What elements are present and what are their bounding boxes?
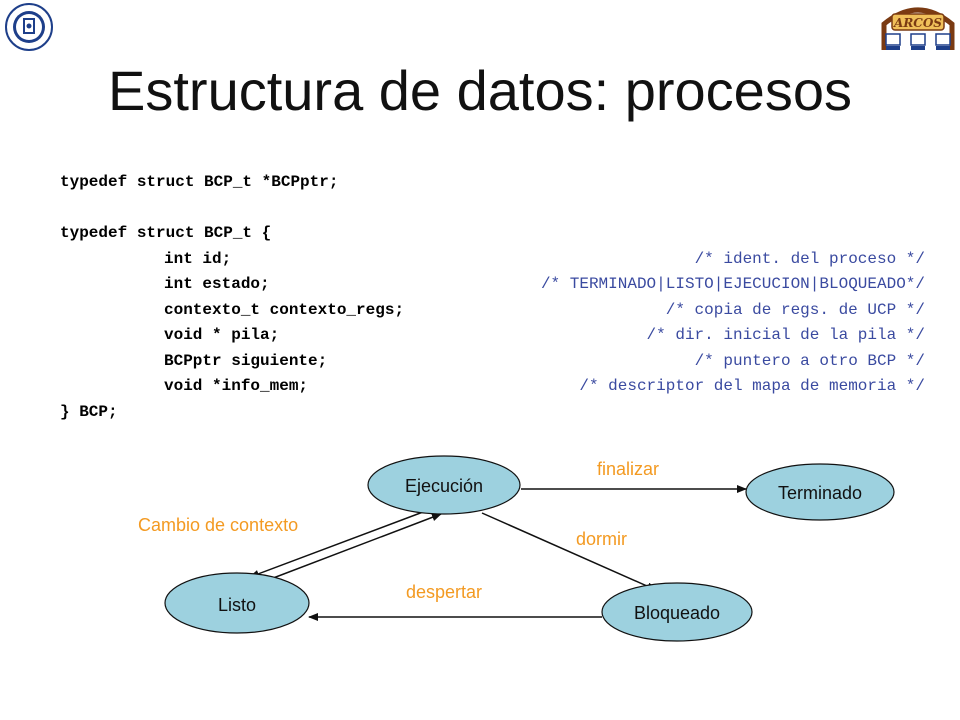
code-line: void * pila; /* dir. inicial de la pila … <box>60 323 925 349</box>
node-listo-label: Listo <box>218 595 256 615</box>
code-text: void *info_mem; <box>164 377 309 395</box>
edge-label-finalizar: finalizar <box>597 459 659 479</box>
edge-dormir-arrow <box>481 512 657 591</box>
process-state-diagram: Ejecución Terminado Listo Bloqueado fina… <box>138 455 895 642</box>
code-block: typedef struct BCP_t *BCPptr; typedef st… <box>60 170 925 425</box>
code-line: int id; /* ident. del proceso */ <box>60 247 925 273</box>
node-ejecucion <box>367 455 521 515</box>
code-comment: /* dir. inicial de la pila */ <box>646 326 925 344</box>
university-seal-icon <box>5 3 53 51</box>
code-line-blank <box>60 196 925 222</box>
code-text: typedef struct BCP_t *BCPptr; <box>60 173 339 191</box>
code-comment: /* ident. del proceso */ <box>694 249 925 268</box>
code-text: void * pila; <box>164 326 280 344</box>
edge-label-despertar: despertar <box>406 582 482 602</box>
code-comment: /* puntero a otro BCP */ <box>694 351 925 370</box>
node-bloqueado-label: Bloqueado <box>634 603 720 623</box>
node-terminado <box>745 463 895 521</box>
node-terminado-label: Terminado <box>778 483 862 503</box>
edge-label-dormir: dormir <box>576 529 627 549</box>
code-text: BCPptr siguiente; <box>164 351 328 370</box>
code-line: int estado; /* TERMINADO|LISTO|EJECUCION… <box>60 272 925 298</box>
code-line: typedef struct BCP_t { <box>60 221 925 247</box>
code-comment: /* TERMINADO|LISTO|EJECUCION|BLOQUEADO*/ <box>540 275 925 293</box>
node-listo <box>164 572 310 634</box>
code-text: } BCP; <box>60 402 118 421</box>
code-line: BCPptr siguiente; /* puntero a otro BCP … <box>60 349 925 375</box>
node-bloqueado <box>601 582 753 642</box>
node-ejecucion-label: Ejecución <box>405 476 483 496</box>
arcos-group-logo-icon: ARCOS <box>881 7 955 50</box>
code-text: contexto_t contexto_regs; <box>164 300 405 319</box>
code-text: typedef struct BCP_t { <box>60 224 272 242</box>
code-line: typedef struct BCP_t *BCPptr; <box>60 170 925 196</box>
code-line: } BCP; <box>60 400 925 426</box>
code-line: void *info_mem; /* descriptor del mapa d… <box>60 374 925 400</box>
edge-ejecucion-to-listo-arrow <box>249 511 424 578</box>
code-comment: /* copia de regs. de UCP */ <box>665 300 925 319</box>
code-text: int id; <box>164 249 232 268</box>
edge-label-cambio-de-contexto: Cambio de contexto <box>138 515 298 535</box>
slide-title: Estructura de datos: procesos <box>108 59 852 122</box>
edge-listo-to-ejecucion-arrow <box>267 513 442 581</box>
code-line: contexto_t contexto_regs; /* copia de re… <box>60 298 925 324</box>
code-comment: /* descriptor del mapa de memoria */ <box>579 377 925 395</box>
code-text: int estado; <box>164 275 270 293</box>
arcos-logo-text: ARCOS <box>893 16 942 30</box>
